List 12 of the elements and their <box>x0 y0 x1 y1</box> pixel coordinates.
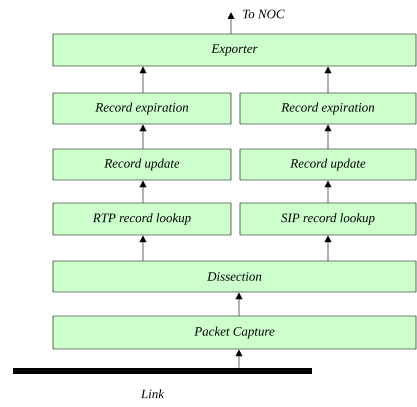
process-box: Record expiration <box>240 92 416 124</box>
process-box: Exporter <box>52 34 416 66</box>
process-box: Record update <box>52 148 232 180</box>
process-box: Dissection <box>52 260 416 292</box>
edge-label: To NOC <box>243 10 285 18</box>
link-label: Link <box>140 389 164 398</box>
process-box: Record update <box>240 148 416 180</box>
process-box: RTP record lookup <box>52 202 232 236</box>
process-box: SIP record lookup <box>240 202 416 236</box>
process-box: Packet Capture <box>52 316 416 350</box>
process-box: Record expiration <box>52 92 232 124</box>
link-bar <box>13 368 312 374</box>
